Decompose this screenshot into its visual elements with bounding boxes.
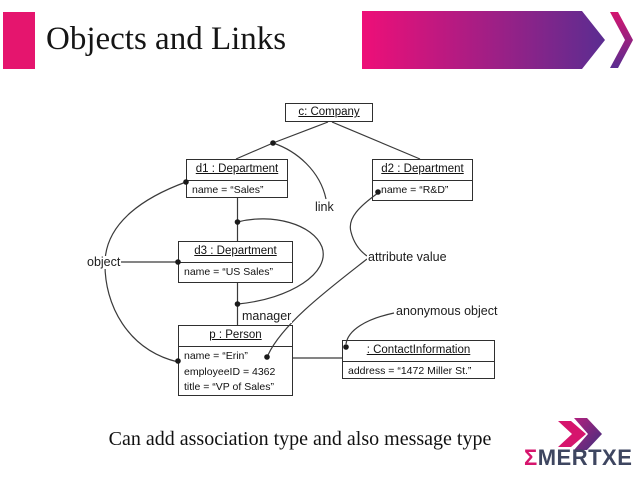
- label-anonymous-object: anonymous object: [395, 304, 499, 318]
- object-title: : ContactInformation: [366, 344, 471, 356]
- object-title: d3 : Department: [194, 245, 277, 257]
- attribute-name: name = “R&D”: [381, 184, 449, 196]
- attribute-name: name = “Erin”: [184, 350, 248, 362]
- object-box-d3-department: d3 : Department name = “US Sales”: [178, 241, 293, 283]
- label-attribute-value: attribute value: [367, 250, 448, 264]
- callout-link-to-links-curve: [237, 218, 324, 305]
- object-dot-d1: [183, 179, 189, 185]
- logo-sigma: Σ: [524, 445, 538, 470]
- object-dot-d3: [175, 259, 181, 265]
- label-manager: manager: [241, 309, 293, 323]
- logo-name: MERTXE: [537, 445, 633, 470]
- banner-chevron-icon: [610, 12, 633, 68]
- banner-arrow-shape: [362, 11, 605, 69]
- slide-caption: Can add association type and also messag…: [108, 428, 492, 450]
- object-title: c: Company: [298, 106, 360, 118]
- object-attributes: address = “1472 Miller St.”: [343, 361, 494, 380]
- callout-attrvalue-to-person-name: [267, 258, 368, 356]
- link-dot-d1-d3: [234, 219, 241, 225]
- object-attributes: name = “R&D”: [373, 180, 472, 199]
- object-attributes: name = “US Sales”: [179, 262, 292, 281]
- attribute-name: name = “US Sales”: [184, 266, 273, 278]
- logo-chevron-back: [558, 421, 586, 447]
- label-link: link: [314, 200, 335, 214]
- object-box-contact-information: : ContactInformation address = “1472 Mil…: [342, 340, 495, 379]
- object-title: d2 : Department: [381, 163, 464, 175]
- object-attributes: name = “Sales”: [187, 180, 287, 199]
- object-box-company: c: Company: [285, 103, 373, 122]
- logo-chevron-front: [574, 418, 602, 450]
- header-accent-bar: [3, 12, 35, 69]
- attribute-title: title = “VP of Sales”: [184, 381, 274, 393]
- header-banner-arrow: [362, 11, 633, 69]
- object-dot-person: [175, 358, 181, 364]
- attrvalue-dot-person-name: [264, 354, 270, 360]
- attribute-name: name = “Sales”: [192, 184, 264, 196]
- mertxe-chevron-icon: [558, 418, 602, 450]
- callout-attrvalue-to-d2-name: [349, 192, 379, 257]
- link-company-d2: [331, 121, 421, 160]
- object-box-d2-department: d2 : Department name = “R&D”: [372, 159, 473, 201]
- attribute-employee-id: employeeID = 4362: [184, 365, 276, 378]
- callout-link-to-company-d1: [272, 142, 327, 200]
- object-title: p : Person: [209, 329, 262, 341]
- attrvalue-dot-d2-name: [375, 189, 381, 195]
- mertxe-wordmark: ΣMERTXE: [524, 445, 632, 471]
- mertxe-logo: ΣMERTXE: [524, 412, 636, 474]
- object-title: d1 : Department: [195, 163, 279, 175]
- anonymous-dot-contact: [343, 344, 349, 350]
- link-dot-company-d1: [270, 140, 276, 146]
- object-attributes: name = “Erin” employeeID = 4362 title = …: [179, 346, 292, 396]
- link-dot-d3-person: [234, 301, 241, 307]
- attribute-address: address = “1472 Miller St.”: [348, 365, 472, 377]
- label-object: object: [86, 255, 122, 269]
- object-box-d1-department: d1 : Department name = “Sales”: [186, 159, 288, 198]
- slide-title: Objects and Links: [46, 21, 287, 57]
- callout-anonymous-to-contact: [345, 312, 395, 345]
